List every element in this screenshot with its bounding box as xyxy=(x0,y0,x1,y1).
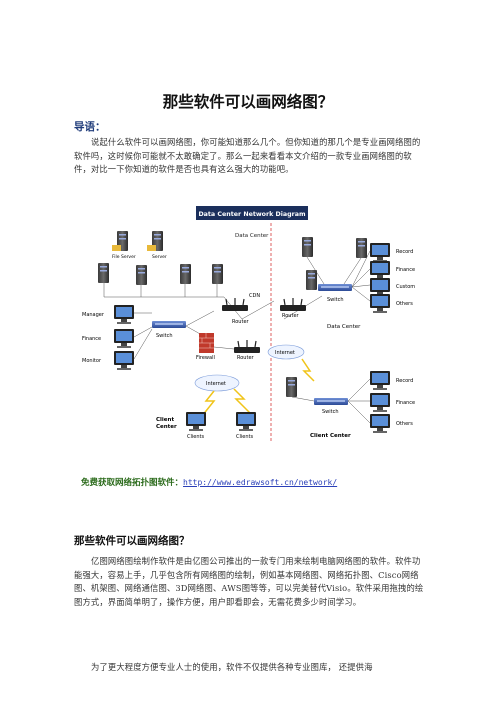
switch-bottom-right-icon xyxy=(314,398,348,405)
switch-left-icon xyxy=(152,321,186,328)
free-download-line: 免费获取网络拓扑图软件：http://www.edrawsoft.cn/netw… xyxy=(81,476,337,488)
internet-cloud-left xyxy=(194,374,240,392)
cdn-label: CDN xyxy=(249,293,260,299)
others-top-label: Others xyxy=(396,301,413,307)
server-icon-row2-b xyxy=(136,265,147,285)
download-link[interactable]: http://www.edrawsoft.cn/network/ xyxy=(183,478,338,487)
internet-left-label: Internet xyxy=(206,381,226,387)
others-bottom-label: Others xyxy=(396,421,413,427)
server-label: Server xyxy=(152,254,167,260)
manager-label: Manager xyxy=(82,312,105,318)
router-top-icon xyxy=(279,297,307,312)
lightning-mid-icon xyxy=(233,388,251,414)
server-right-top-icon xyxy=(302,237,313,257)
client-center-left-label-2: Center xyxy=(156,424,177,430)
page-title: 那些软件可以画网络图？ xyxy=(162,93,334,111)
data-center-top-label: Data Center xyxy=(235,233,269,239)
section-heading: 那些软件可以画网络图？ xyxy=(74,535,190,547)
switch-top-right-icon xyxy=(318,284,352,291)
manager-pc-icon xyxy=(114,305,134,324)
internet-right-label: Internet xyxy=(275,350,295,356)
firewall-label: Firewall xyxy=(196,355,215,361)
server-icon-row2-a xyxy=(98,263,109,283)
finance-top-label: Finance xyxy=(396,267,415,273)
server-icon-row2-d xyxy=(212,264,223,284)
internet-cloud-right xyxy=(267,344,305,360)
network-diagram-figure: Data Center Network Diagram Data Center … xyxy=(74,201,424,443)
server-icon-row2-c xyxy=(180,264,191,284)
record-top-pc-icon xyxy=(370,243,390,262)
router-mid-label: Router xyxy=(237,355,255,361)
finance-top-pc-icon xyxy=(370,261,390,280)
client-center-left-label-1: Client xyxy=(156,417,174,423)
clients-pc-1-icon xyxy=(186,412,206,431)
diagram-header-text: Data Center Network Diagram xyxy=(198,211,306,218)
server-right-low-icon xyxy=(306,270,317,290)
switch-left-label: Switch xyxy=(156,333,173,339)
folder-icon-2 xyxy=(147,245,156,251)
record-bottom-pc-icon xyxy=(370,371,390,390)
intro-label: 导语： xyxy=(74,121,106,133)
finance-bottom-pc-icon xyxy=(370,393,390,412)
data-center-right-label: Data Center xyxy=(327,324,361,330)
intro-paragraph: 说起什么软件可以画网络图，你可能知道那么几个。但你知道的那几个是专业画网络图的软… xyxy=(74,137,421,174)
client-center-right-label: Client Center xyxy=(310,433,351,439)
router-left-icon xyxy=(221,297,249,312)
file-server-label: File Server xyxy=(112,254,136,260)
switch-bottom-right-label: Switch xyxy=(322,409,339,415)
clients-1-label: Clients xyxy=(187,434,204,440)
others-bottom-pc-icon xyxy=(370,414,390,433)
server-right-bottom-icon xyxy=(286,377,297,397)
monitor-pc-icon xyxy=(114,351,134,370)
clients-2-label: Clients xyxy=(236,434,253,440)
lightning-right-icon xyxy=(301,358,315,382)
record-top-label: Record xyxy=(396,249,413,255)
record-bottom-label: Record xyxy=(396,378,413,384)
router-top-label: Router xyxy=(282,313,300,319)
monitor-label: Monitor xyxy=(82,358,102,364)
clients-pc-2-icon xyxy=(236,412,256,431)
finance-left-label: Finance xyxy=(82,336,101,342)
finance-pc-icon xyxy=(114,329,134,348)
others-top-pc-icon xyxy=(370,294,390,313)
custom-label: Custom xyxy=(396,284,415,290)
server-right-mid-icon xyxy=(356,238,367,258)
body-paragraph-2: 为了更大程度方便专业人士的使用，软件不仅提供各种专业图库， 还提供海 xyxy=(91,662,373,672)
body-paragraph-1: 亿图网络图绘制作软件是由亿图公司推出的一款专门用来绘制电脑网络图的软件。软件功能… xyxy=(74,556,424,607)
router-left-label: Router xyxy=(232,319,250,325)
finance-bottom-label: Finance xyxy=(396,400,415,406)
switch-top-right-label: Switch xyxy=(327,297,344,303)
lightning-left-icon xyxy=(201,390,216,417)
router-mid-icon xyxy=(233,339,261,354)
diagram-header-bar xyxy=(196,206,308,220)
folder-icon-1 xyxy=(112,245,121,251)
free-download-label: 免费获取网络拓扑图软件： xyxy=(81,478,184,488)
